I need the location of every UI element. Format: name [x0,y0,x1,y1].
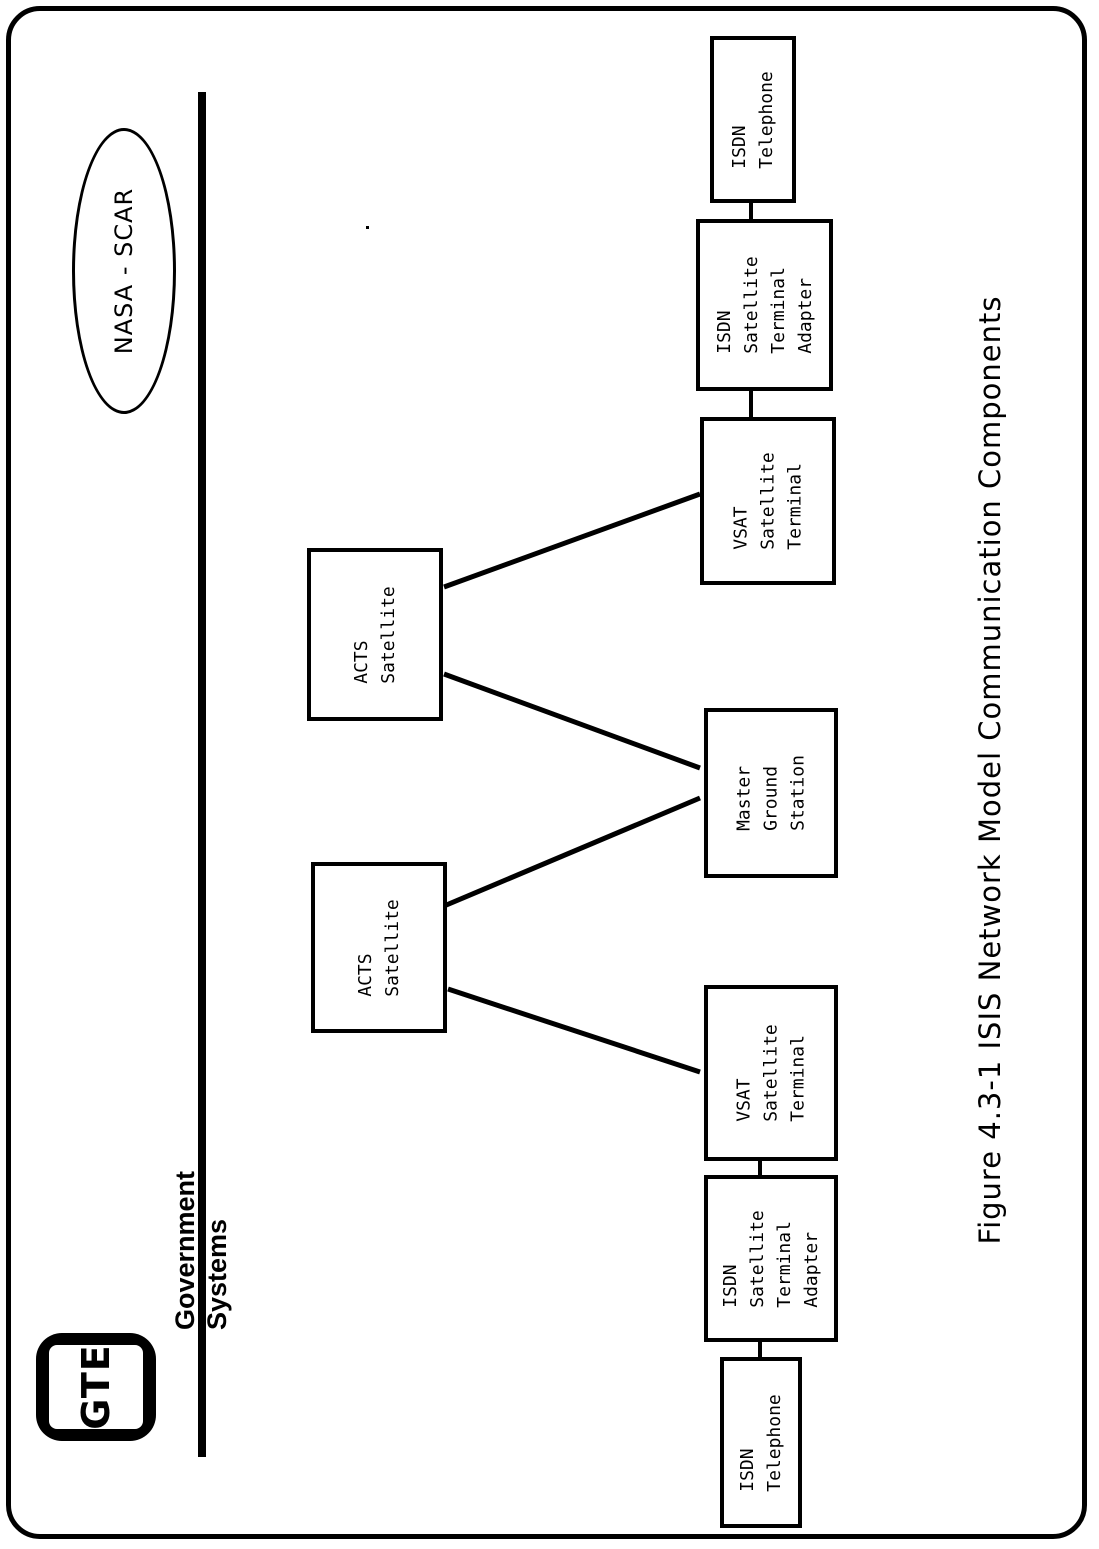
gte-logo: GTE [36,1333,156,1441]
node-master-ground-station: Master Ground Station [704,708,838,878]
stray-dot [366,226,369,229]
node-label: VSAT Satellite Terminal [733,1024,809,1122]
node-label: Master Ground Station [733,755,809,831]
node-vsat-terminal-right: VSAT Satellite Terminal [700,417,836,585]
link-acts-right-vsat [443,491,701,590]
node-vsat-terminal-left: VSAT Satellite Terminal [704,985,838,1161]
node-isdn-telephone-right: ISDN Telephone [710,36,796,203]
page-frame [6,6,1087,1539]
gte-logo-inner: GTE [49,1344,143,1430]
nasa-scar-badge: NASA - SCAR [72,128,176,414]
figure-caption-text: Figure 4.3-1 ISIS Network Model Communic… [973,295,1007,1245]
node-acts-satellite-right: ACTS Satellite [307,548,443,721]
link-acts-right-master [443,671,701,771]
node-isdn-adapter-right: ISDN Satellite Terminal Adapter [696,219,833,391]
node-isdn-telephone-left: ISDN Telephone [720,1357,802,1528]
node-acts-satellite-left: ACTS Satellite [311,862,447,1033]
header-rule [198,92,206,1457]
node-isdn-adapter-left: ISDN Satellite Terminal Adapter [704,1175,838,1342]
node-label: ISDN Satellite Terminal Adapter [720,1209,822,1308]
node-label: VSAT Satellite Terminal [730,452,806,550]
node-label: ISDN Telephone [729,70,777,169]
link-acts-left-master [443,795,701,909]
node-label: ACTS Satellite [355,898,403,997]
node-label: ACTS Satellite [351,585,399,684]
link-vsat-acts-left [447,986,701,1075]
node-label: ISDN Telephone [737,1393,785,1492]
node-label: ISDN Satellite Terminal Adapter [713,256,816,354]
